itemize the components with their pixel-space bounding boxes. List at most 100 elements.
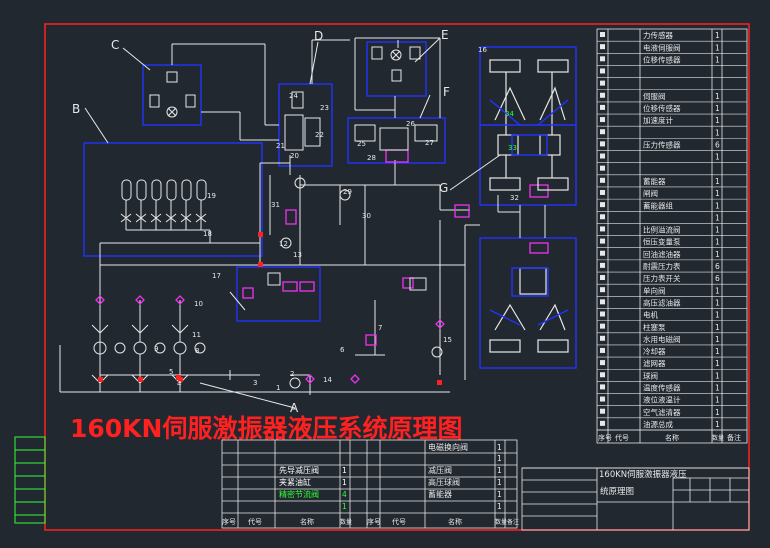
component-number-8: 8: [195, 347, 199, 355]
region-letters: B C D E F G A: [72, 28, 450, 415]
bottom-left-row-name: 先导减压阀: [279, 465, 319, 475]
right-row-name: 力传感器: [643, 30, 673, 40]
right-row-name: 恒压变量泵: [643, 237, 681, 247]
parts-list-bottom: [221, 439, 518, 529]
region-label-a: A: [290, 401, 299, 415]
right-row-name: 单向阀: [643, 285, 666, 295]
right-row-marker: [600, 323, 605, 329]
region-17-box: [236, 266, 321, 322]
right-row-marker: [600, 32, 605, 37]
component-number-13: 13: [293, 251, 302, 259]
component-number-24: 24: [289, 92, 298, 100]
g-frame-lines: [480, 99, 576, 326]
region-b-box: [83, 142, 263, 257]
right-row-name: 加速度计: [643, 115, 673, 125]
right-row-qty: 1: [715, 286, 720, 295]
right-row-qty: 1: [715, 384, 720, 393]
bottom-header-note-b: 备注: [507, 518, 519, 526]
region-label-f: F: [443, 85, 450, 99]
vibrator-actuators: [489, 59, 569, 353]
check-valves: [98, 232, 442, 385]
right-row-qty: 6: [715, 262, 720, 271]
region-f-box: [347, 117, 446, 164]
right-row-marker: [600, 177, 605, 183]
region-g-upper-box: [479, 46, 577, 206]
right-row-name: 高压滤油器: [643, 297, 681, 307]
right-row-marker: [600, 153, 605, 159]
region-e-box: [366, 41, 427, 97]
right-row-marker: [600, 92, 605, 98]
bottom-mid-row-name: 减压阀: [428, 465, 452, 475]
right-row-qty: 1: [715, 396, 720, 405]
bottom-left-row-qty: 1: [342, 502, 347, 511]
right-row-qty: 1: [715, 213, 720, 222]
bottom-mid-row-qty: 1: [497, 454, 502, 463]
right-header-name: 名称: [665, 433, 679, 442]
right-row-name: 温度传感器: [643, 383, 681, 393]
component-number-20: 20: [290, 152, 299, 160]
right-row-name: 油源总成: [643, 419, 673, 429]
right-row-name: 滤网器: [643, 358, 666, 368]
right-row-name: 伺服阀: [643, 91, 666, 101]
right-row-qty: 1: [715, 92, 720, 101]
right-row-qty: 1: [715, 189, 720, 198]
right-row-name: 电液伺服阀: [643, 42, 681, 52]
bottom-header-qty-a: 数量: [340, 518, 352, 526]
right-row-marker: [600, 408, 605, 414]
diagram-title-overlay: 160KN伺服激振器液压系统原理图: [70, 414, 462, 443]
component-number-27: 27: [425, 139, 434, 147]
right-row-qty: 1: [715, 31, 720, 40]
right-row-name: 冷却器: [643, 346, 666, 356]
component-number-25: 25: [357, 140, 366, 148]
bottom-left-row-qty: 1: [342, 478, 347, 487]
right-row-name: 水用电磁阀: [643, 334, 681, 344]
right-row-qty: 1: [715, 226, 720, 235]
component-number-31: 31: [271, 201, 280, 209]
component-number-1: 1: [276, 384, 280, 392]
region-label-d: D: [314, 29, 323, 43]
right-row-qty: 1: [715, 116, 720, 125]
right-row-marker: [600, 275, 605, 281]
right-header-no: 序号: [598, 433, 612, 442]
parts-list-bottom-header: 序号 代号 名称 数量 序号 代号 名称 数量 备注: [222, 517, 519, 526]
bottom-header-qty-b: 数量: [495, 518, 507, 526]
right-row-name: 闸阀: [643, 189, 658, 198]
right-row-marker: [600, 360, 605, 366]
right-row-qty: 1: [715, 347, 720, 356]
right-row-qty: 1: [715, 201, 720, 210]
right-row-name: 耐震压力表: [643, 261, 681, 271]
bottom-header-code-a: 代号: [248, 517, 262, 526]
bottom-header-code-b: 代号: [392, 517, 406, 526]
right-row-qty: 1: [715, 43, 720, 52]
right-row-marker: [600, 80, 605, 86]
region-label-b: B: [72, 102, 80, 116]
right-row-marker: [600, 129, 605, 135]
right-row-qty: 1: [715, 177, 720, 186]
right-row-name: 压力表开关: [643, 273, 681, 283]
bottom-header-no-a: 序号: [222, 517, 236, 526]
right-row-marker: [600, 141, 605, 147]
component-number-16: 16: [478, 46, 487, 54]
right-row-name: 位移传感器: [643, 103, 681, 113]
right-row-qty: 6: [715, 274, 720, 283]
right-row-marker: [600, 250, 605, 256]
component-number-21: 21: [276, 142, 285, 150]
right-row-qty: 1: [715, 298, 720, 307]
right-row-marker: [600, 420, 605, 426]
right-row-qty: 1: [715, 323, 720, 332]
right-row-marker: [600, 214, 605, 220]
right-row-marker: [600, 56, 605, 62]
region-label-e: E: [441, 28, 449, 42]
component-number-28: 28: [367, 154, 376, 162]
component-number-23: 23: [320, 104, 329, 112]
right-row-name: 回油滤油器: [643, 249, 681, 259]
region-label-g: G: [439, 181, 448, 195]
right-row-qty: 1: [715, 128, 720, 137]
bottom-mid-row-name: 高压球阀: [428, 477, 460, 487]
component-number-34: 34: [505, 110, 514, 118]
right-row-qty: 1: [715, 55, 720, 64]
right-row-qty: 1: [715, 371, 720, 380]
